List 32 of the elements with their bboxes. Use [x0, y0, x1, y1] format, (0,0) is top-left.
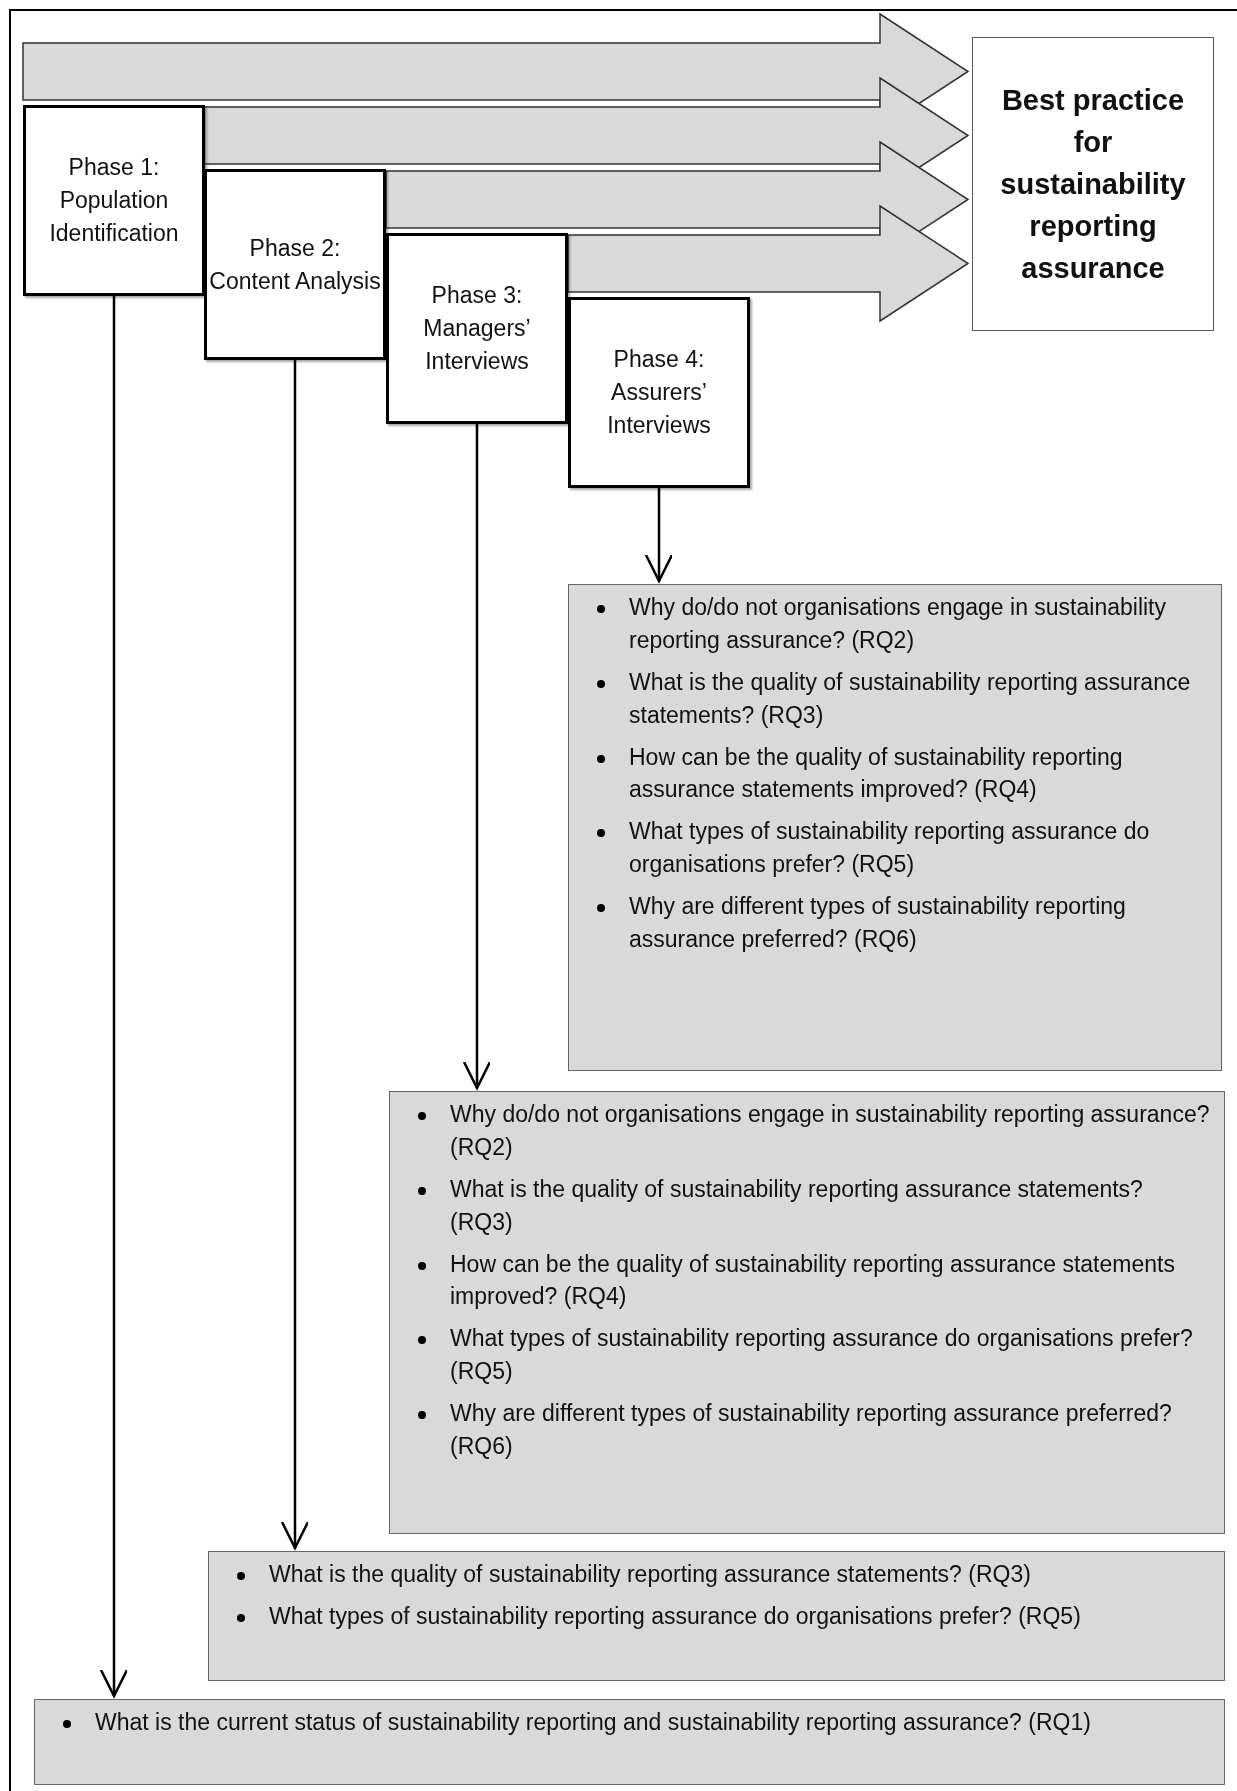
question-text: How can be the quality of sustainability reporting assurance statements improved? (RQ4)	[629, 742, 1124, 805]
arrow	[280, 360, 310, 1550]
question-text: What types of sustainability reporting assurance do organisations prefer? (RQ5)	[269, 1601, 1081, 1631]
question-text: Why are different types of sustainability reporting assurance preferred? (RQ6)	[450, 1399, 1173, 1461]
block-arrow	[567, 204, 970, 323]
question-text: What types of sustainability reporting assurance do organisations prefer? (RQ5)	[450, 1324, 1194, 1387]
phase-box	[568, 297, 750, 488]
phase-box	[204, 169, 386, 360]
phase-box	[386, 233, 568, 424]
arrow	[462, 424, 492, 1090]
question-text: What types of sustainability reporting assurance do organisations prefer? (RQ5)	[629, 817, 1151, 880]
arrow	[99, 296, 129, 1698]
goal-label: Best practice for sustainability reporting assurance	[999, 82, 1187, 287]
question-box	[568, 584, 1222, 1071]
question-box	[34, 1699, 1225, 1785]
phase-label: Phase 3: Managers’ Interviews	[422, 281, 532, 376]
phase-label: Phase 2: Content Analysis	[208, 233, 382, 296]
phase-label: Phase 1: Population Identification	[48, 153, 180, 248]
question-text: Why do/do not organisations engage in sustainability reporting assurance? (RQ2)	[450, 1100, 1210, 1162]
arrow	[644, 488, 674, 583]
question-text: Why do/do not organisations engage in sustainability reporting assurance? (RQ2)	[629, 593, 1167, 655]
question-text: How can be the quality of sustainability reporting assurance statements improved? (RQ4)	[450, 1249, 1176, 1312]
phase-label: Phase 4: Assurers’ Interviews	[606, 345, 712, 440]
goal-box	[972, 37, 1214, 331]
question-text: What is the current status of sustainability reporting and sustainability reporting assurance? (RQ1)	[95, 1708, 1091, 1737]
question-text: What is the quality of sustainability reporting assurance statements? (RQ3)	[269, 1560, 1031, 1589]
question-box	[389, 1091, 1225, 1534]
question-box	[208, 1551, 1225, 1681]
question-text: What is the quality of sustainability reporting assurance statements? (RQ3)	[450, 1174, 1144, 1237]
question-text: What is the quality of sustainability reporting assurance statements? (RQ3)	[629, 667, 1192, 730]
question-text: Why are different types of sustainability reporting assurance preferred? (RQ6)	[629, 892, 1127, 954]
phase-box	[23, 105, 205, 296]
